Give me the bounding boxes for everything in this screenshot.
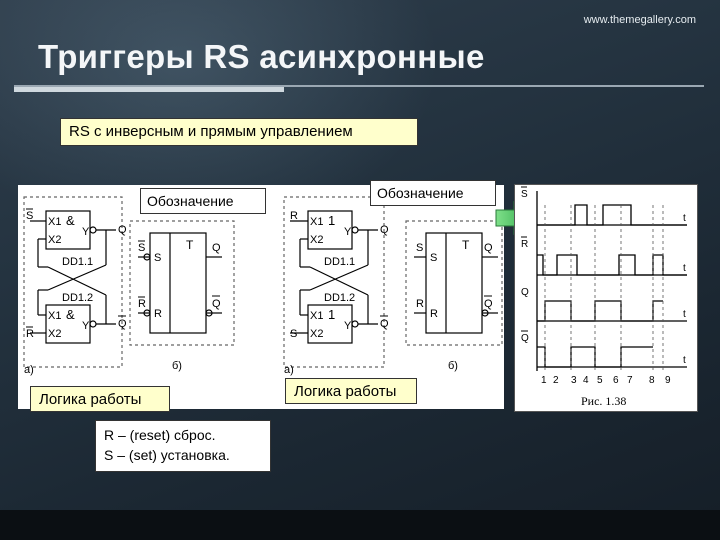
label-left-y1: Y <box>82 226 90 238</box>
legend-reset: R – (reset) сброс. <box>104 427 216 443</box>
label-right-dd2: DD1.2 <box>324 292 355 304</box>
timing-t3: t <box>683 309 686 320</box>
legend-set: S – (set) установка. <box>104 447 230 463</box>
label-left-tag-a: a) <box>24 364 34 376</box>
label-left-r: R <box>26 328 34 340</box>
label-right-gate2: 1 <box>328 307 335 322</box>
label-left-dd1: DD1.1 <box>62 256 93 268</box>
timing-tick-4: 4 <box>583 375 589 386</box>
label-right-sym-qbar: Q <box>484 298 493 310</box>
logic-label-right: Логика работы <box>285 378 417 404</box>
timing-tick-5: 5 <box>597 375 603 386</box>
designation-label-right: Обозначение <box>370 180 496 206</box>
designation-label-left: Обозначение <box>140 188 266 214</box>
timing-diagram: S R Q Q t t t t 1 2 3 4 5 6 7 8 9 <box>521 186 687 408</box>
label-left-qbar: Q <box>118 318 127 330</box>
label-right-r: R <box>290 210 298 222</box>
label-right-sym-t: T <box>462 238 470 252</box>
label-right-sym-q: Q <box>484 242 493 254</box>
label-left-sym-s: S <box>138 242 145 254</box>
label-left-q: Q <box>118 224 127 236</box>
label-right-tag-b: б) <box>448 360 458 372</box>
footer-bar <box>0 510 720 540</box>
title-divider <box>14 85 704 87</box>
label-left-gate2: & <box>66 307 75 322</box>
label-right-x1: X1 <box>310 216 323 228</box>
label-left-sym-qbar: Q <box>212 298 221 310</box>
timing-tick-3: 3 <box>571 375 577 386</box>
circuit-diagram: S R X1 X2 & Y Q DD1.1 DD1.2 X1 X2 & Y Q … <box>23 196 503 376</box>
timing-t2: t <box>683 263 686 274</box>
label-left-y2: Y <box>82 320 90 332</box>
timing-tick-1: 1 <box>541 375 547 386</box>
label-right-dd1: DD1.1 <box>324 256 355 268</box>
timing-tick-6: 6 <box>613 375 619 386</box>
label-left-sym-r-in: R <box>154 308 162 320</box>
label-left-x1b: X1 <box>48 310 61 322</box>
label-right-x2: X2 <box>310 234 323 246</box>
label-right-qbar: Q <box>380 318 389 330</box>
label-right-tag-a: a) <box>284 364 294 376</box>
timing-tick-9: 9 <box>665 375 671 386</box>
label-right-x2b: X2 <box>310 328 323 340</box>
label-right-sym-r: R <box>416 298 424 310</box>
website-url: www.themegallery.com <box>583 14 696 26</box>
timing-tick-8: 8 <box>649 375 655 386</box>
timing-tick-7: 7 <box>627 375 633 386</box>
label-left-sym-r: R <box>138 298 146 310</box>
label-left-sym-q: Q <box>212 242 221 254</box>
timing-t4: t <box>683 355 686 366</box>
slide-title: Триггеры RS асинхронные <box>38 38 485 75</box>
label-right-sym-s: S <box>416 242 423 254</box>
label-right-s: S <box>290 328 297 340</box>
timing-caption: Рис. 1.38 <box>581 394 626 408</box>
subtitle-box: RS с инверсным и прямым управлением <box>60 118 418 146</box>
label-left-s: S <box>26 210 33 222</box>
label-left-tag-b: б) <box>172 360 182 372</box>
label-left-dd2: DD1.2 <box>62 292 93 304</box>
label-left-gate1: & <box>66 213 75 228</box>
label-right-y1: Y <box>344 226 352 238</box>
legend-box: R – (reset) сброс. S – (set) установка. <box>95 420 271 472</box>
label-left-sym-s-in: S <box>154 252 161 264</box>
label-left-sym-t: T <box>186 238 194 252</box>
timing-signal-r: R <box>521 239 528 250</box>
title-accent-bar <box>14 87 284 92</box>
label-left-x2b: X2 <box>48 328 61 340</box>
label-left-x2: X2 <box>48 234 61 246</box>
label-right-sym-r-in: R <box>430 308 438 320</box>
logic-label-left: Логика работы <box>30 386 170 412</box>
label-right-gate1: 1 <box>328 213 335 228</box>
circuit-diagram-panel: S R X1 X2 & Y Q DD1.1 DD1.2 X1 X2 & Y Q … <box>18 185 504 409</box>
timing-t1: t <box>683 213 686 224</box>
timing-signal-qbar: Q <box>521 333 529 344</box>
timing-signal-q: Q <box>521 287 529 298</box>
timing-signal-s: S <box>521 189 528 200</box>
label-right-x1b: X1 <box>310 310 323 322</box>
timing-tick-2: 2 <box>553 375 559 386</box>
label-left-x1: X1 <box>48 216 61 228</box>
label-right-q: Q <box>380 224 389 236</box>
timing-diagram-panel: S R Q Q t t t t 1 2 3 4 5 6 7 8 9 <box>514 184 698 412</box>
label-right-y2: Y <box>344 320 352 332</box>
label-right-sym-s-in: S <box>430 252 437 264</box>
